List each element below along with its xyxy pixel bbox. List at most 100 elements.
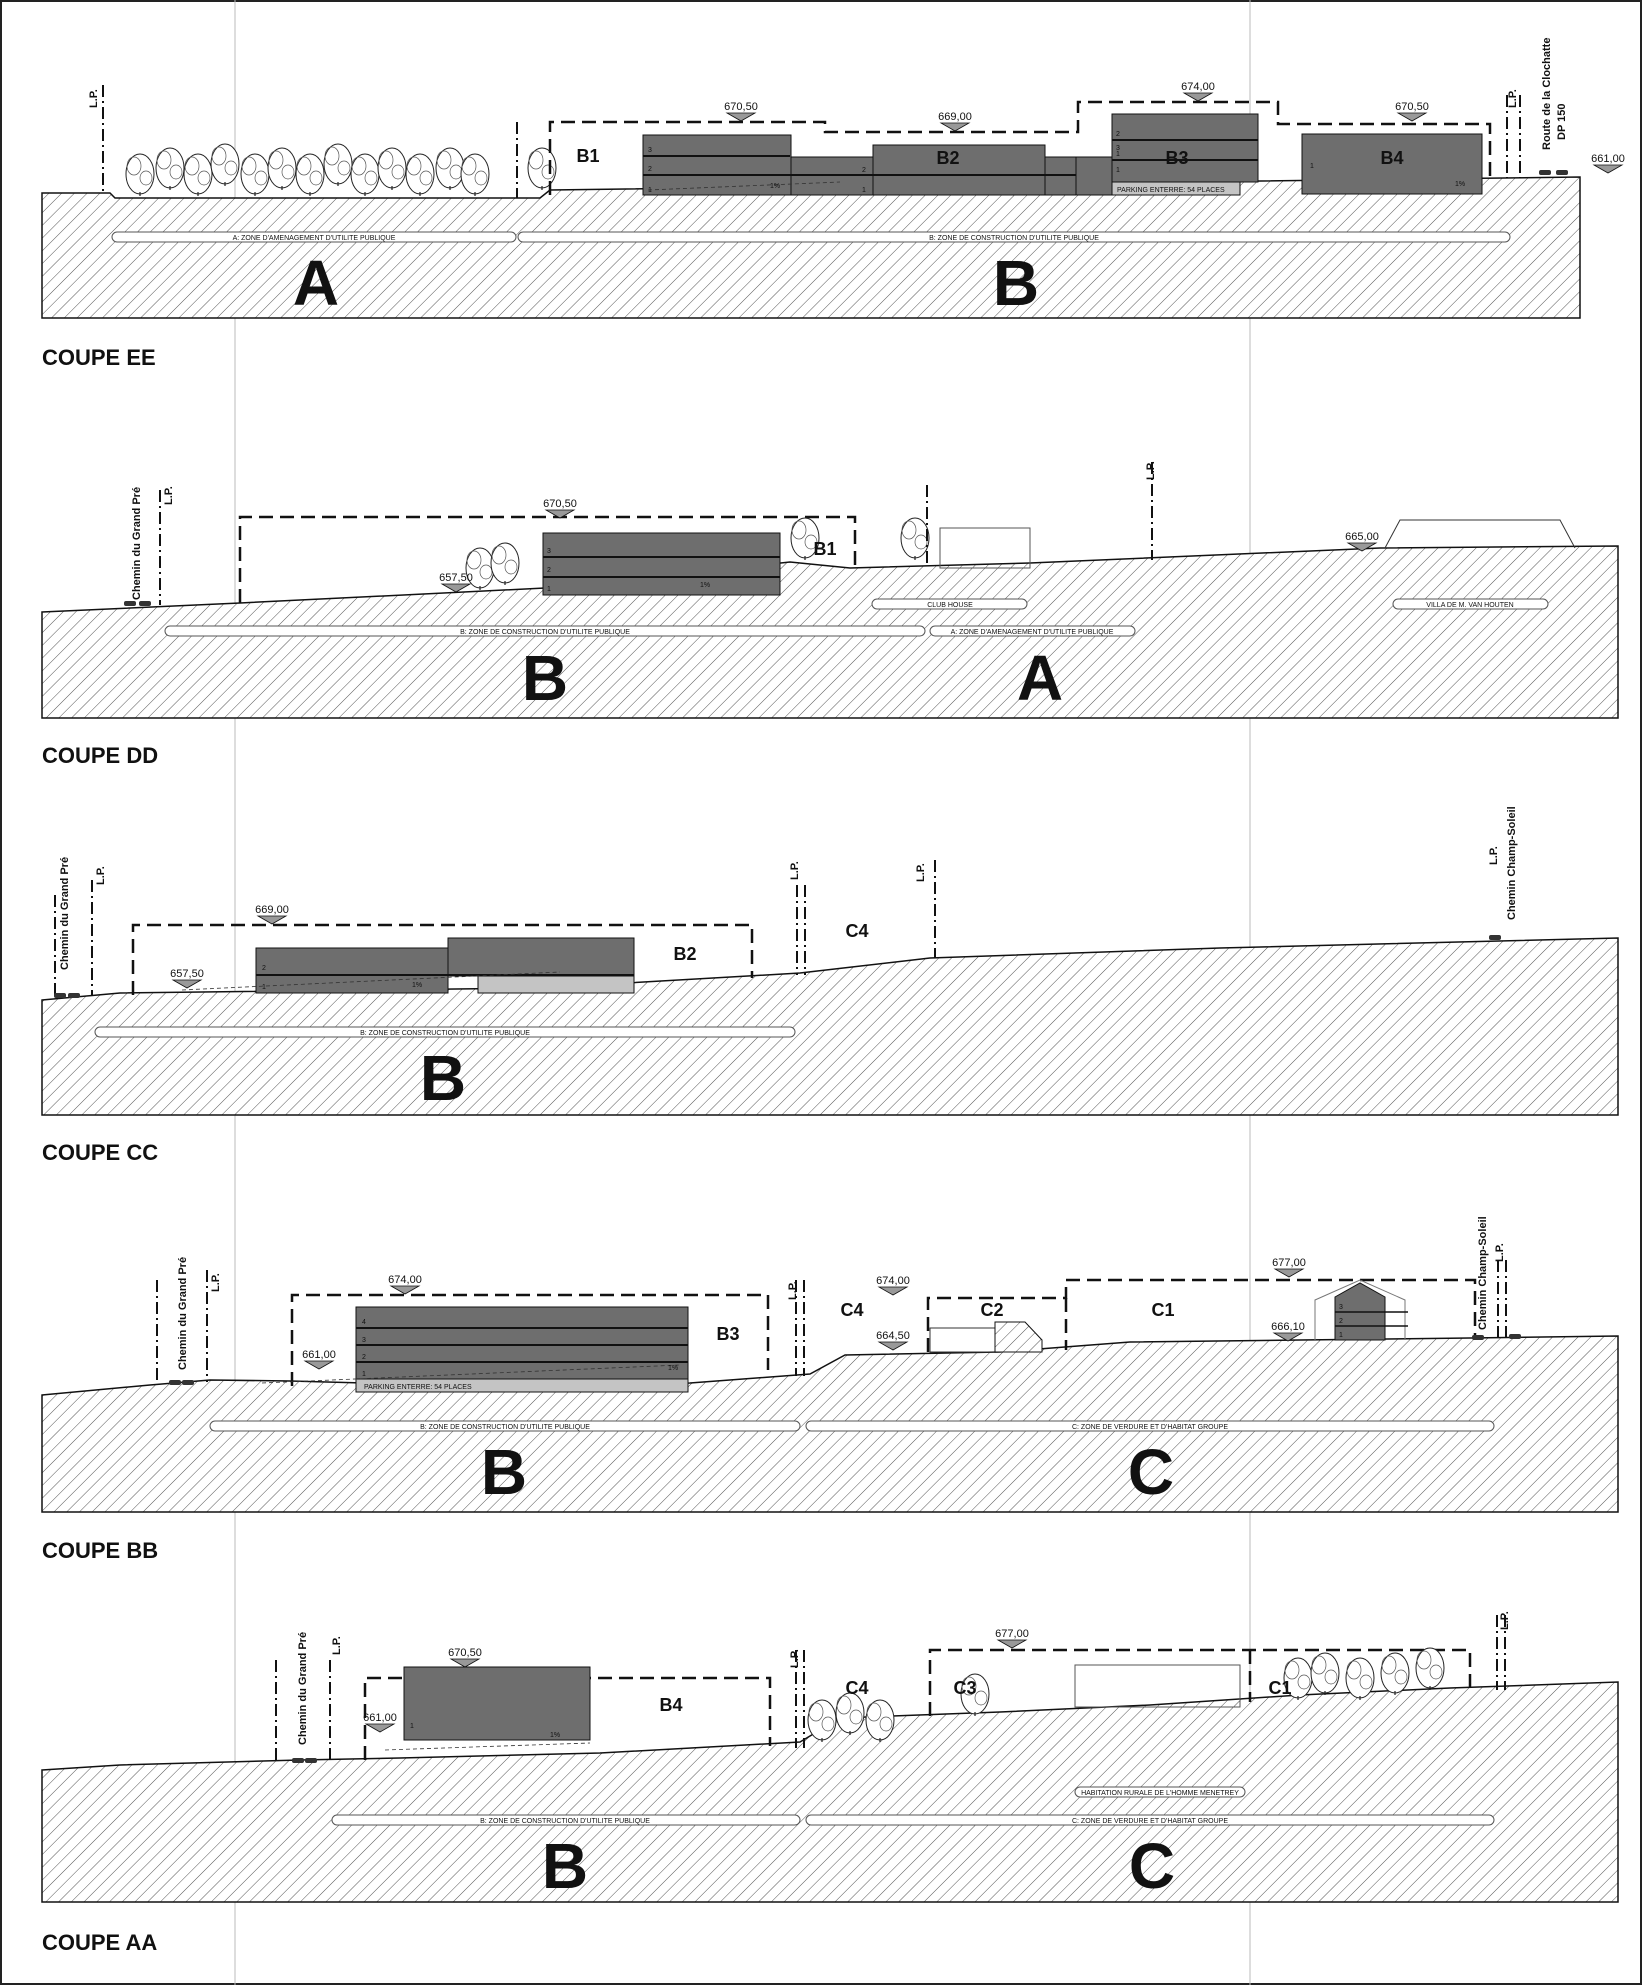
building-label: B3 <box>716 1324 739 1344</box>
tree-cluster-icon <box>125 143 557 197</box>
road-label: Route de la Clochatte <box>1541 38 1553 150</box>
section-dd: B: ZONE DE CONSTRUCTION D'UTILITE PUBLIQ… <box>41 461 1619 768</box>
elevation-marker: 661,00 <box>302 1349 336 1370</box>
villa-label: VILLA DE M. VAN HOUTEN <box>1426 602 1513 609</box>
zone-letter: C <box>1129 1830 1175 1902</box>
svg-text:674,00: 674,00 <box>876 1275 910 1287</box>
building-label: C4 <box>845 921 868 941</box>
building-label: B2 <box>673 944 696 964</box>
terrain-aa <box>41 1681 1619 1903</box>
elevation-marker: 657,50 <box>439 572 473 593</box>
svg-text:666,10: 666,10 <box>1271 1321 1305 1333</box>
section-title: COUPE EE <box>42 345 156 370</box>
svg-text:669,00: 669,00 <box>255 904 289 916</box>
rural-house-outline <box>1074 1664 1241 1708</box>
terrain-ee <box>41 176 1581 319</box>
building-b4 <box>1301 133 1483 195</box>
svg-text:657,50: 657,50 <box>439 572 473 584</box>
road-label: Chemin du Grand Pré <box>131 487 143 600</box>
floor-number: 1 <box>1116 167 1120 174</box>
building-b3 <box>355 1306 689 1380</box>
slope-mark: 1% <box>770 183 780 190</box>
zone-band <box>164 625 926 637</box>
villa-outline <box>1384 519 1576 549</box>
road-label: Chemin du Grand Pré <box>59 857 71 970</box>
building-label: B3 <box>1165 148 1188 168</box>
floor-number: 1 <box>547 586 551 593</box>
elevation-marker: 669,00 <box>255 904 289 925</box>
lp-label: L.P. <box>1499 1611 1511 1630</box>
elevation-marker: 657,50 <box>170 968 204 989</box>
envelope-line <box>548 100 1492 195</box>
building-b2 <box>872 144 1046 196</box>
building-label: B1 <box>813 539 836 559</box>
zone-letter: B <box>522 642 568 714</box>
elevation-marker: 674,00 <box>876 1275 910 1296</box>
floor-number: 1 <box>1310 163 1314 170</box>
lp-label: L.P. <box>88 89 100 108</box>
lp-label: L.P. <box>163 486 175 505</box>
floor-number: 1 <box>1116 151 1120 158</box>
building-label: C4 <box>840 1300 863 1320</box>
zone-band <box>111 231 517 243</box>
section-ee: A: ZONE D'AMENAGEMENT D'UTILITE PUBLIQUE… <box>41 38 1625 370</box>
lp-label: L.P. <box>1488 846 1500 865</box>
floor-number: 2 <box>648 166 652 173</box>
floor-number: 3 <box>1339 1304 1343 1311</box>
svg-text:674,00: 674,00 <box>388 1274 422 1286</box>
floor-number: 2 <box>862 167 866 174</box>
elevation-marker: 670,50 <box>1395 101 1429 122</box>
c2-hatched <box>994 1321 1043 1353</box>
svg-text:674,00: 674,00 <box>1181 81 1215 93</box>
zone-letter: B <box>542 1830 588 1902</box>
road-label: Chemin Champ-Soleil <box>1477 1216 1489 1330</box>
zone-band-label: B: ZONE DE CONSTRUCTION D'UTILITE PUBLIQ… <box>420 1424 590 1431</box>
floor-number: 1 <box>862 187 866 194</box>
svg-text:665,00: 665,00 <box>1345 531 1379 543</box>
building-b2 <box>255 947 449 994</box>
svg-text:677,00: 677,00 <box>995 1628 1029 1640</box>
road-label: DP 150 <box>1556 104 1568 141</box>
building-label: C4 <box>845 1678 868 1698</box>
elevation-marker: 664,50 <box>876 1330 910 1351</box>
zone-letter: B <box>420 1042 466 1114</box>
lp-label: L.P. <box>1145 461 1157 480</box>
road-label: Chemin Champ-Soleil <box>1506 806 1518 920</box>
zone-band <box>209 1420 801 1432</box>
svg-text:669,00: 669,00 <box>938 111 972 123</box>
building-label: C2 <box>980 1300 1003 1320</box>
slope-mark: 1% <box>668 1365 678 1372</box>
elevation-marker: 665,00 <box>1345 531 1379 552</box>
floor-number: 3 <box>648 147 652 154</box>
elevation-marker: 674,00 <box>1181 81 1215 102</box>
svg-text:657,50: 657,50 <box>170 968 204 980</box>
zone-band-label: B: ZONE DE CONSTRUCTION D'UTILITE PUBLIQ… <box>460 629 630 636</box>
slope-mark: 1% <box>700 582 710 589</box>
parking-level <box>355 1378 689 1393</box>
svg-text:661,00: 661,00 <box>363 1712 397 1724</box>
floor-number: 2 <box>547 567 551 574</box>
svg-text:670,50: 670,50 <box>1395 101 1429 113</box>
club-house-label: CLUB HOUSE <box>927 602 973 609</box>
floor-number: 2 <box>1339 1318 1343 1325</box>
zone-letter: A <box>293 247 339 319</box>
elevation-marker: 670,50 <box>543 498 577 519</box>
building-label: B2 <box>936 148 959 168</box>
svg-text:670,50: 670,50 <box>543 498 577 510</box>
building-b4 <box>403 1666 591 1741</box>
club-house-outline <box>939 527 1031 569</box>
slope-line <box>181 971 561 991</box>
building-link <box>1075 156 1113 196</box>
envelope-line <box>928 1648 1472 1716</box>
zone-band-label: A: ZONE D'AMENAGEMENT D'UTILITE PUBLIQUE <box>951 629 1114 636</box>
house-outline <box>1314 1279 1406 1340</box>
parking-level <box>1111 181 1241 196</box>
section-aa: HABITATION RURALE DE L'HOMME MENETREY B:… <box>41 1611 1619 1955</box>
zone-band <box>929 625 1136 637</box>
building-label: B4 <box>659 1695 682 1715</box>
zone-band <box>94 1026 796 1038</box>
floor-number: 1 <box>648 187 652 194</box>
elevation-marker: 661,00 <box>1591 153 1625 174</box>
building-b3 <box>1111 113 1259 183</box>
building-label: C1 <box>1268 1678 1291 1698</box>
